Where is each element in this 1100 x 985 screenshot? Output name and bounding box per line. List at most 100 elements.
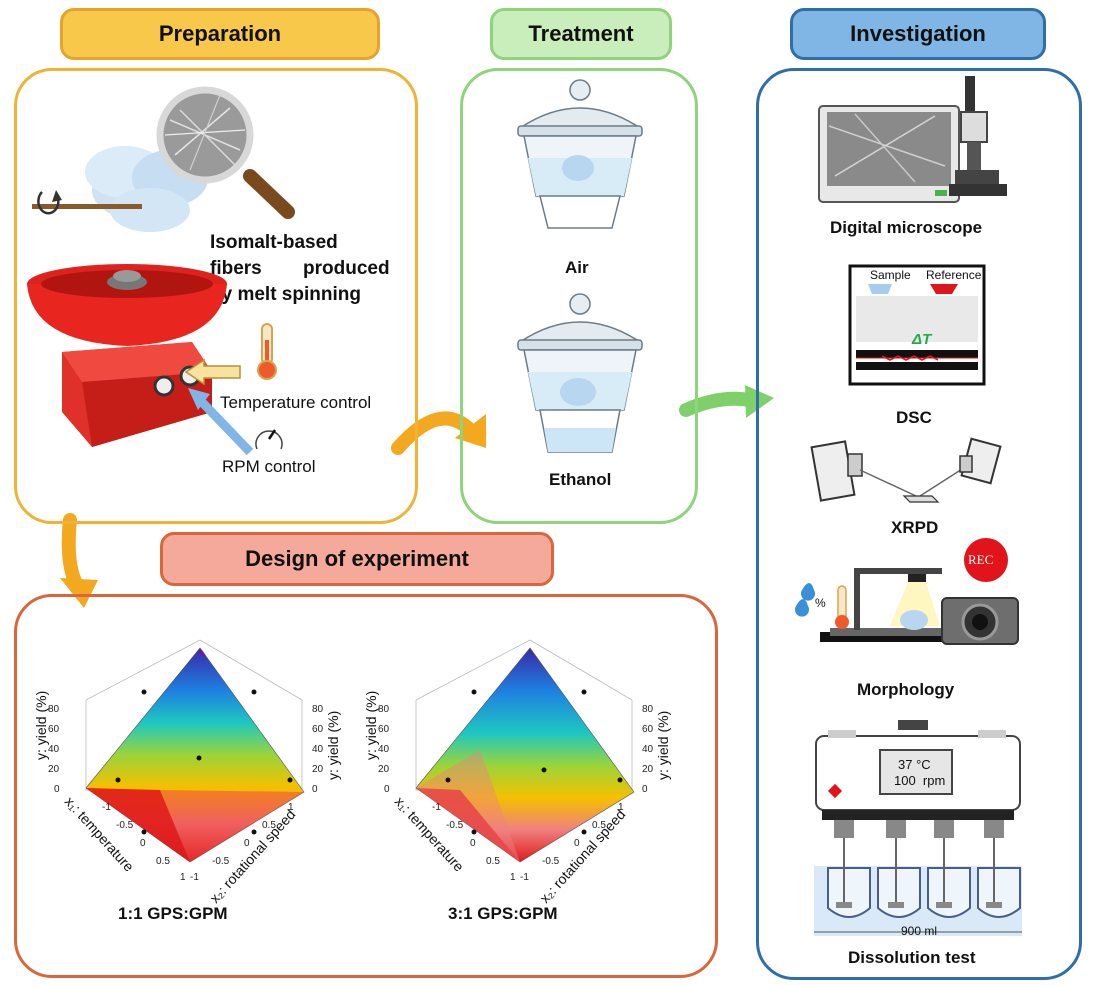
fiber-text-line3: by melt spinning (210, 284, 361, 305)
fiber-text-line1: Isomalt-based (210, 232, 338, 253)
svg-text:20: 20 (312, 764, 324, 775)
ethanol-label: Ethanol (549, 470, 612, 489)
fiber-illustration (32, 86, 295, 232)
morphology-label: Morphology (857, 680, 955, 699)
plot2-ylabel-left: y: yield (%) (363, 691, 379, 760)
svg-text:20: 20 (378, 764, 390, 775)
dissolution-apparatus-icon (814, 720, 1022, 936)
dsc-delta-t-label: ΔT (912, 331, 932, 348)
svg-text:40: 40 (642, 744, 654, 755)
preparation-panel (14, 68, 418, 524)
svg-text:-0.5: -0.5 (446, 820, 464, 831)
plot1-axis-labels: y: yield (%) y: yield (%) x₁: temperatur… (33, 691, 341, 906)
surface-plot-2: 80 60 40 20 0 80 60 40 20 0 -1 -0.5 0 0.5 1 -1… (378, 639, 654, 883)
bath-rpm-display: 100 rpm (894, 773, 946, 788)
svg-text:0.5: 0.5 (486, 856, 500, 867)
svg-text:20: 20 (642, 764, 654, 775)
svg-text:60: 60 (48, 724, 60, 735)
svg-text:0: 0 (54, 784, 60, 795)
cotton-candy-machine (27, 264, 227, 447)
svg-text:40: 40 (312, 744, 324, 755)
svg-text:1: 1 (510, 872, 516, 883)
arrow-prep-to-treatment (391, 411, 477, 455)
treatment-panel (460, 68, 698, 524)
plot2-x1-label: x₁: temperature (392, 793, 468, 874)
svg-text:80: 80 (378, 704, 390, 715)
svg-text:40: 40 (48, 744, 60, 755)
svg-text:80: 80 (312, 704, 324, 715)
magnifier-icon (156, 86, 295, 219)
svg-text:20: 20 (48, 764, 60, 775)
plot1-x2-ticks: -1-0.5 00.5 1 (190, 802, 294, 883)
bath-temp-display: 37 °C (898, 757, 931, 772)
svg-text:0: 0 (384, 784, 390, 795)
svg-text:-1: -1 (520, 872, 529, 883)
desiccator-air (517, 79, 643, 229)
svg-text:-0.5: -0.5 (542, 856, 560, 867)
dsc-icon (848, 264, 986, 386)
svg-text:0: 0 (574, 838, 580, 849)
plot1-y-ticks-left: 80 60 40 20 0 (48, 704, 60, 795)
digital-microscope-icon (818, 76, 1007, 203)
svg-text:0: 0 (470, 838, 476, 849)
morphology-icon (795, 538, 1019, 645)
svg-text:1: 1 (288, 802, 294, 813)
plot1-ylabel-left: y: yield (%) (33, 691, 49, 760)
doe-panel (14, 594, 718, 978)
plot1-x1-label: x₁: temperature (62, 793, 138, 874)
xrpd-label: XRPD (891, 518, 939, 537)
humidity-percent-label: % (815, 596, 826, 610)
rotation-arrow-icon (37, 191, 60, 215)
digital-microscope-label: Digital microscope (830, 218, 983, 237)
plot1-x2-label: x₂: rotational speed (206, 806, 298, 906)
svg-text:1: 1 (618, 802, 624, 813)
arrow-treatment-to-investigation (679, 391, 757, 417)
svg-text:-0.5: -0.5 (116, 820, 134, 831)
svg-text:60: 60 (312, 724, 324, 735)
spinning-stick (32, 204, 142, 209)
svg-text:-1: -1 (190, 872, 199, 883)
plot2-ylabel-right: y: yield (%) (655, 711, 671, 780)
svg-text:40: 40 (378, 744, 390, 755)
rpm-arrow-icon (196, 396, 254, 456)
desiccator-ethanol (517, 293, 643, 453)
plot2-axis-labels: y: yield (%) y: yield (%) x₁: temperatur… (363, 691, 671, 906)
rec-label: REC (968, 552, 994, 567)
plot1-x1-ticks: -1-0.5 00.5 1 (102, 802, 186, 883)
fiber-text-line2b: produced (303, 258, 390, 279)
plot2-y-ticks-left: 80 60 40 20 0 (378, 704, 390, 795)
svg-text:0: 0 (642, 784, 648, 795)
investigation-panel (756, 68, 1082, 980)
dsc-label: DSC (896, 408, 932, 427)
surface-plot-1: 80 60 40 20 0 80 60 40 20 0 -1-0.5 00.5 1 -1… (48, 639, 324, 883)
control-arrows (184, 358, 254, 456)
svg-text:80: 80 (48, 704, 60, 715)
investigation-header: Investigation (790, 8, 1046, 60)
thermometer-icon (257, 323, 277, 380)
plot2-caption: 3:1 GPS:GPM (448, 904, 558, 923)
preparation-header: Preparation (60, 8, 380, 60)
temperature-control-label: Temperature control (220, 393, 372, 412)
plot2-x2-ticks: -1 -0.5 0 0.5 1 (520, 802, 624, 883)
dsc-sample-label: Sample (870, 268, 911, 282)
svg-text:0.5: 0.5 (262, 820, 276, 831)
svg-text:0: 0 (140, 838, 146, 849)
arrow-head-treatment-to-investigation (745, 385, 774, 418)
air-label: Air (565, 258, 589, 277)
svg-text:80: 80 (642, 704, 654, 715)
svg-text:-1: -1 (102, 802, 111, 813)
rpm-control-label: RPM control (222, 457, 316, 476)
plot2-x2-label: x₂: rotational speed (536, 806, 628, 906)
dissolution-test-label: Dissolution test (848, 948, 976, 967)
svg-text:1: 1 (180, 872, 186, 883)
svg-text:60: 60 (378, 724, 390, 735)
fiber-text-line2a: fibers (210, 258, 262, 279)
dsc-reference-label: Reference (926, 268, 982, 282)
plot2-x1-ticks: -1-0.5 00.5 1 (432, 802, 516, 883)
svg-text:0.5: 0.5 (592, 820, 606, 831)
doe-header: Design of experiment (160, 532, 554, 586)
temperature-arrow-icon (184, 358, 241, 386)
